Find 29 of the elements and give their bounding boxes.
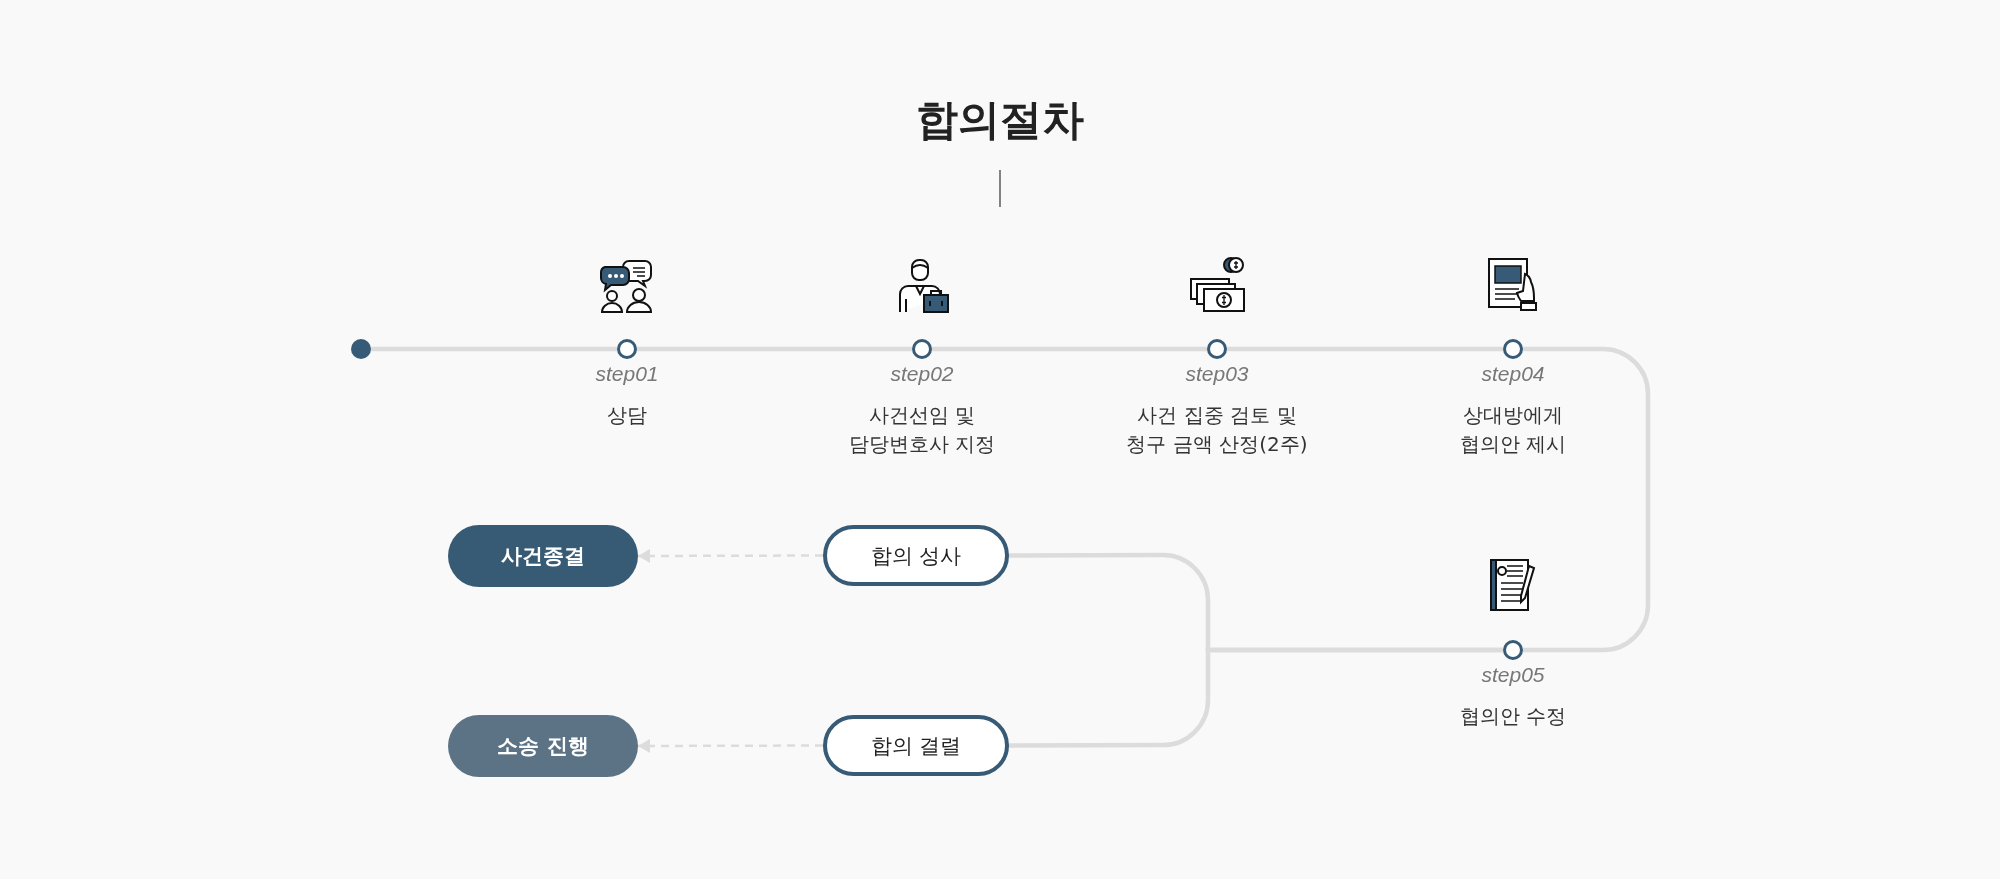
step-number: step01 xyxy=(594,362,660,386)
step-marker xyxy=(617,339,637,359)
step-number: step04 xyxy=(1480,362,1546,386)
step-description: 상담 xyxy=(606,402,648,429)
step-marker xyxy=(1207,339,1227,359)
connector-line xyxy=(1227,346,1503,352)
stage-pill: 합의 성사 xyxy=(823,525,1009,586)
stage-pill: 합의 결렬 xyxy=(823,715,1009,776)
step-description: 상대방에게 협의안 제시 xyxy=(1458,402,1568,458)
step-marker xyxy=(912,339,932,359)
stage-pill: 사건종결 xyxy=(448,525,638,587)
connector-line xyxy=(1009,647,1503,748)
diagram-title: 합의절차 xyxy=(915,94,1085,146)
step-number: step03 xyxy=(1184,362,1250,386)
connector-line xyxy=(637,346,912,352)
step-number: step02 xyxy=(889,362,955,386)
dashed-arrow xyxy=(638,738,823,753)
dashed-arrow xyxy=(638,548,823,563)
step-description: 사건 집중 검토 및 청구 금액 산정(2주) xyxy=(1125,402,1309,458)
stage-pill: 소송 진행 xyxy=(448,715,638,777)
step-marker xyxy=(1503,339,1523,359)
connector-line xyxy=(1523,346,1651,653)
step-description: 사건선임 및 담당변호사 지정 xyxy=(847,402,997,458)
connector-line xyxy=(932,346,1207,352)
start-dot xyxy=(351,339,371,359)
step-marker xyxy=(1503,640,1523,660)
step-description: 협의안 수정 xyxy=(1458,703,1568,730)
step-number: step05 xyxy=(1480,663,1546,687)
connector-line xyxy=(371,346,617,352)
